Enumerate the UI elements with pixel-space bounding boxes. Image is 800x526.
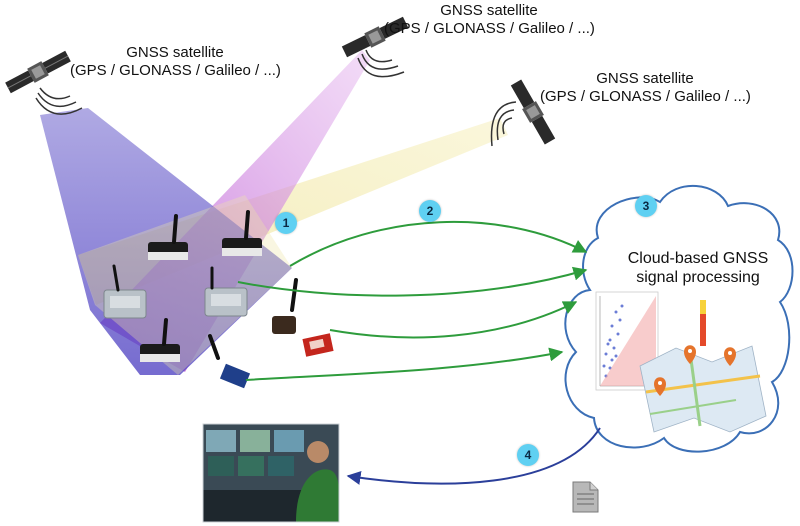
receiver-2-icon xyxy=(222,210,262,256)
step-2-badge: 2 xyxy=(419,200,441,222)
step-4-badge: 4 xyxy=(517,444,539,466)
arrow-data-upload-3 xyxy=(329,301,578,339)
gps-module-3-icon xyxy=(208,334,251,389)
cloud-title-line2: signal processing xyxy=(636,269,760,286)
map-pin-3-icon xyxy=(654,377,666,396)
cloud-title-line1: Cloud-based GNSS xyxy=(627,250,769,267)
control-room-photo xyxy=(202,423,340,523)
satellite-1-icon xyxy=(5,50,71,94)
receiver-1-icon xyxy=(148,214,188,260)
report-document-icon xyxy=(572,481,599,513)
map-pin-1-icon xyxy=(684,345,696,364)
satellite-3-title: GNSS satellite xyxy=(596,70,694,87)
arrow-data-upload-1 xyxy=(289,220,588,267)
satellite-2-subtitle: (GPS / GLONASS / Galileo / ...) xyxy=(384,20,595,37)
satellite-3-icon xyxy=(510,79,556,145)
satellite-2-icon xyxy=(341,16,409,58)
satellite-2-title: GNSS satellite xyxy=(440,2,538,19)
step-3-badge: 3 xyxy=(635,195,657,217)
gps-module-2-icon xyxy=(302,333,334,357)
satellite-1-title: GNSS satellite xyxy=(126,44,224,61)
arrow-results-return xyxy=(346,427,601,485)
satellite-1-subtitle: (GPS / GLONASS / Galileo / ...) xyxy=(70,62,281,79)
satellite-3-signal-icon xyxy=(490,101,517,147)
cloud-title: Cloud-based GNSS signal processing xyxy=(603,249,793,287)
satellite-2-signal-icon xyxy=(357,49,405,78)
satellite-2-label: GNSS satellite (GPS / GLONASS / Galileo … xyxy=(384,2,595,38)
step-1-badge: 1 xyxy=(275,212,297,234)
gps-module-1-icon xyxy=(272,278,298,334)
logger-1-icon xyxy=(103,264,147,319)
arrow-data-upload-4 xyxy=(245,347,564,381)
satellite-3-label: GNSS satellite (GPS / GLONASS / Galileo … xyxy=(540,70,751,106)
satellite-1-signal-icon xyxy=(35,87,83,115)
arrow-data-upload-2 xyxy=(237,266,588,297)
logger-2-icon xyxy=(204,266,248,317)
satellite-1-label: GNSS satellite (GPS / GLONASS / Galileo … xyxy=(70,44,281,80)
map-graphic xyxy=(639,345,767,433)
receiver-3-icon xyxy=(140,318,180,362)
satellite-3-subtitle: (GPS / GLONASS / Galileo / ...) xyxy=(540,88,751,105)
map-pin-2-icon xyxy=(724,347,736,366)
